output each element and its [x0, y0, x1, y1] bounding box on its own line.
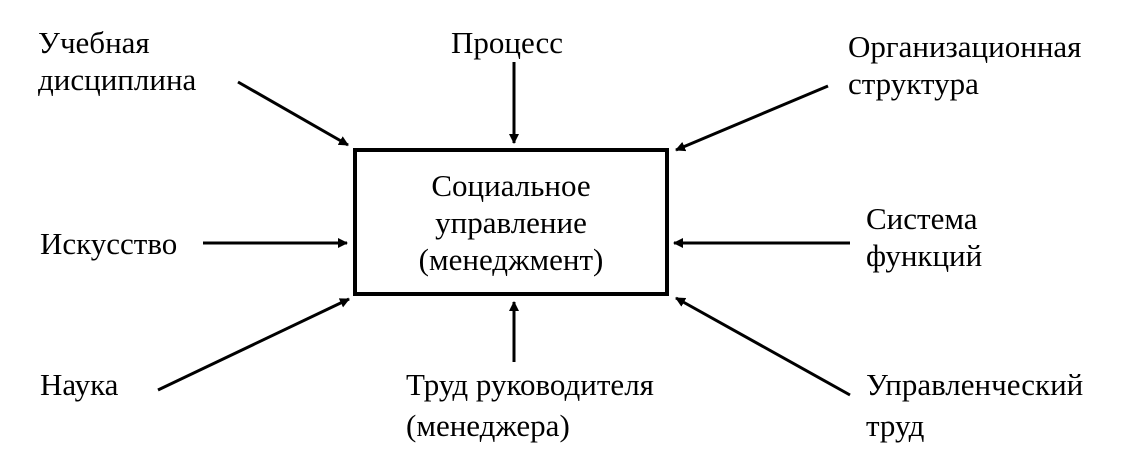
- label-bottom-right-1: Управленческий: [866, 367, 1084, 402]
- label-bottom-center-2: (менеджера): [406, 408, 570, 443]
- label-top-right-2: структура: [848, 66, 979, 101]
- label-bottom-right-2: труд: [866, 408, 925, 443]
- center-line-2: управление: [435, 204, 587, 240]
- center-box: Социальное управление (менеджмент): [353, 148, 669, 296]
- arrow-top-left: [237, 80, 349, 147]
- label-top-left-1: Учебная: [38, 25, 150, 60]
- label-bottom-left: Наука: [40, 367, 119, 402]
- label-bottom-center-1: Труд руководителя: [406, 367, 654, 402]
- label-top-left-2: дисциплина: [38, 62, 197, 97]
- label-middle-right-2: функций: [866, 238, 983, 273]
- arrow-bottom-right: [675, 296, 851, 397]
- label-top-center: Процесс: [451, 25, 564, 60]
- label-middle-left: Искусство: [40, 226, 178, 261]
- center-line-3: (менеджмент): [418, 241, 604, 277]
- center-line-1: Социальное: [431, 167, 591, 203]
- label-middle-right-1: Система: [866, 201, 978, 236]
- arrow-bottom-left: [157, 297, 350, 392]
- arrow-top-right: [675, 84, 829, 152]
- label-top-right-1: Организационная: [848, 29, 1082, 64]
